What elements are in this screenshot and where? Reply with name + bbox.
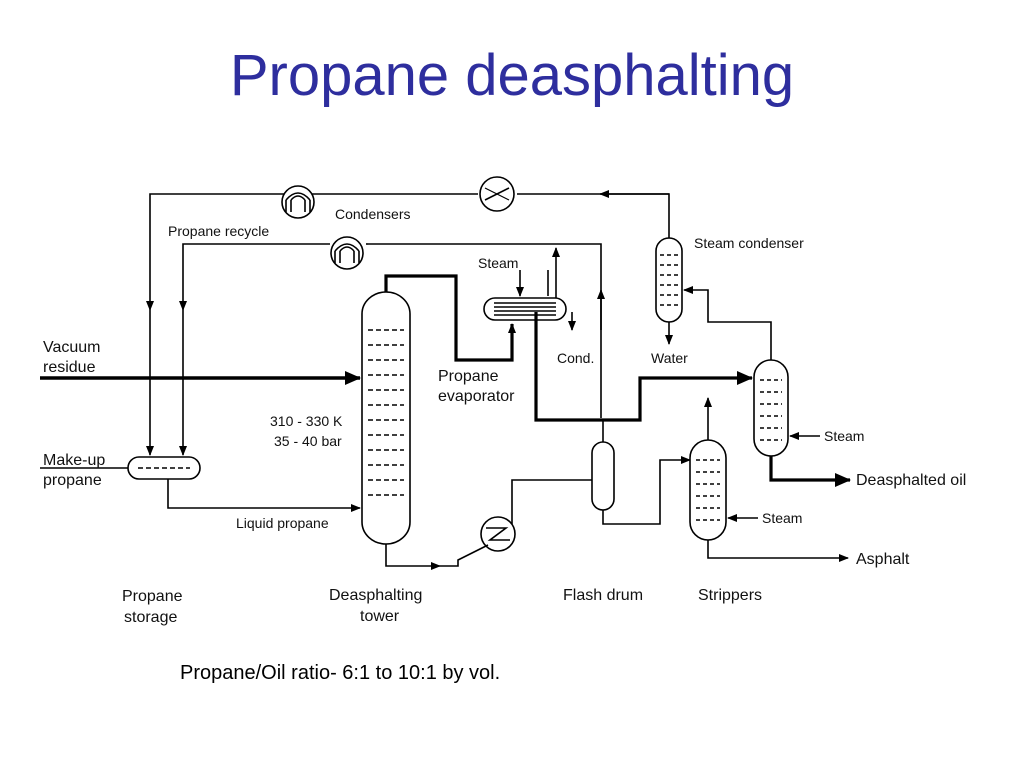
label-deasphalted-oil: Deasphalted oil: [856, 472, 966, 489]
stripper-to-steam-condenser: [683, 286, 772, 360]
label-propane-storage-1: Propane: [122, 588, 183, 605]
label-conditions-pressure: 35 - 40 bar: [274, 433, 342, 449]
propane-storage-drum: [127, 456, 201, 480]
flash-drum: [591, 441, 615, 511]
label-strippers: Strippers: [698, 587, 762, 604]
label-steam-lower-stripper: Steam: [762, 510, 802, 526]
recycle-line-top: [517, 193, 670, 238]
evaporator-bottoms-line: [534, 312, 753, 422]
tower-bottoms-line: [385, 544, 441, 570]
label-liquid-propane: Liquid propane: [236, 515, 329, 531]
recycle-line-inner: [179, 243, 330, 311]
label-deasphalting-tower-1: Deasphalting: [329, 587, 422, 604]
label-deasphalting-tower-2: tower: [360, 608, 400, 625]
heater-out-line: [511, 479, 592, 524]
label-propane-evaporator-1: Propane: [438, 368, 499, 385]
evap-vapor-line: [368, 243, 602, 418]
label-makeup-1: Make-up: [43, 452, 105, 469]
label-makeup-2: propane: [43, 472, 102, 489]
label-asphalt: Asphalt: [856, 551, 910, 568]
asphalt-line: [707, 540, 849, 562]
label-vacuum-residue-1: Vacuum: [43, 339, 101, 356]
liquid-propane-line: [167, 479, 361, 512]
condenser-lower: [330, 236, 364, 270]
label-steam-upper-stripper: Steam: [824, 428, 864, 444]
label-vacuum-residue-2: residue: [43, 359, 96, 376]
recycle-line-top-left: [146, 193, 478, 311]
condenser-upper: [281, 185, 315, 219]
deasphalted-oil-line: [769, 456, 851, 487]
ratio-note: Propane/Oil ratio- 6:1 to 10:1 by vol.: [180, 662, 501, 684]
label-propane-storage-2: storage: [124, 609, 177, 626]
label-water: Water: [651, 350, 688, 366]
slide-title: Propane deasphalting: [229, 43, 795, 108]
lower-stripper: [689, 439, 727, 541]
heater: [480, 516, 516, 552]
tower-overhead-line: [384, 274, 516, 362]
label-steam-top: Steam: [478, 255, 518, 271]
upper-stripper: [753, 359, 789, 457]
propane-evaporator: [483, 297, 567, 321]
label-condensers: Condensers: [335, 206, 411, 222]
flash-bottoms-line: [602, 456, 691, 525]
heater-in-line: [440, 544, 489, 567]
deasphalting-tower: [361, 291, 411, 545]
label-flash-drum: Flash drum: [563, 587, 643, 604]
label-propane-recycle: Propane recycle: [168, 223, 269, 239]
label-conditions-temp: 310 - 330 K: [270, 413, 343, 429]
label-propane-evaporator-2: evaporator: [438, 388, 515, 405]
steam-condenser: [655, 237, 683, 323]
label-steam-condenser: Steam condenser: [694, 235, 804, 251]
label-cond: Cond.: [557, 350, 594, 366]
